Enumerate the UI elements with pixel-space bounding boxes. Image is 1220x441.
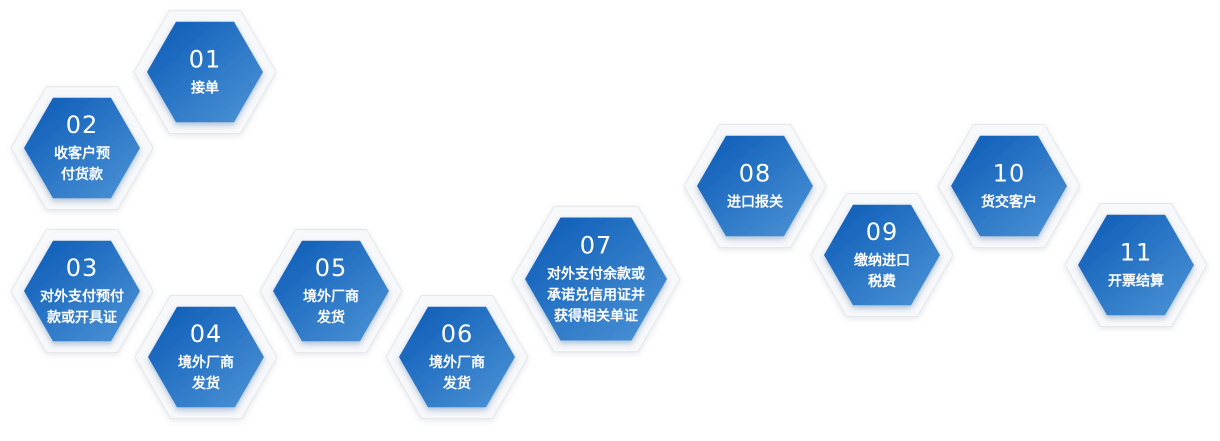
process-step-08: 08 进口报关: [683, 124, 827, 248]
step-hexagon: [24, 97, 140, 199]
step-label-line: 承诺兑信用证并: [547, 287, 645, 304]
step-number: 07: [580, 232, 613, 260]
step-number: 11: [1120, 239, 1153, 267]
step-label-line: 款或开具证: [47, 309, 117, 326]
step-hexagon: [273, 240, 389, 342]
step-hexagon: [148, 306, 264, 408]
step-label-line: 境外厂商: [429, 354, 485, 371]
step-hexagon: [399, 306, 515, 408]
step-hexagon: [24, 240, 140, 342]
process-step-11: 11 开票结算: [1064, 203, 1208, 327]
step-label-line: 对外支付余款或: [547, 266, 645, 283]
step-number: 01: [189, 46, 222, 74]
step-hexagon: [147, 21, 263, 123]
step-hexagon: [525, 217, 667, 341]
step-label-line: 获得相关单证: [554, 308, 638, 325]
step-hexagon: [697, 135, 813, 237]
step-hexagon: [951, 135, 1067, 237]
step-label-line: 收客户预: [54, 145, 110, 162]
step-label-line: 进口报关: [727, 194, 783, 211]
step-number: 04: [190, 320, 223, 348]
step-label-line: 对外支付预付: [40, 288, 124, 305]
step-label-line: 缴纳进口: [854, 252, 910, 269]
step-label-line: 发货: [442, 375, 471, 392]
step-hexagon: [824, 204, 940, 306]
step-label-line: 发货: [316, 309, 345, 326]
step-label-line: 境外厂商: [303, 288, 359, 305]
step-label-line: 货交客户: [980, 194, 1037, 211]
step-label-line: 发货: [191, 375, 220, 392]
step-number: 03: [66, 254, 99, 282]
step-number: 02: [66, 111, 99, 139]
step-number: 08: [739, 160, 772, 188]
step-number: 05: [315, 254, 348, 282]
step-label-line: 境外厂商: [178, 354, 234, 371]
process-step-01: 01 接单: [133, 10, 277, 134]
step-label-line: 税费: [868, 273, 896, 290]
step-label-line: 开票结算: [1108, 273, 1164, 290]
step-label-line: 接单: [191, 80, 219, 97]
step-label-line: 付货款: [61, 166, 104, 183]
step-number: 09: [866, 218, 899, 246]
process-step-10: 10 货交客户: [937, 124, 1081, 248]
step-number: 06: [441, 320, 474, 348]
step-hexagon: [1078, 214, 1194, 316]
step-number: 10: [993, 160, 1026, 188]
